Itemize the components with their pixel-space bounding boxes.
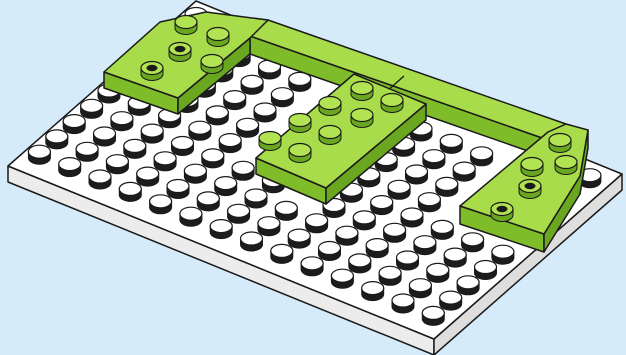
white-stud [319, 242, 341, 261]
white-stud [94, 127, 116, 146]
white-stud [228, 204, 250, 223]
white-stud [457, 276, 479, 295]
white-stud [444, 248, 466, 267]
white-stud [59, 158, 81, 177]
white-stud [232, 161, 254, 180]
white-stud [492, 245, 514, 264]
white-stud [418, 193, 440, 212]
white-stud [366, 239, 388, 258]
white-stud [384, 223, 406, 242]
green-stud [351, 82, 373, 101]
white-stud [137, 167, 159, 186]
white-stud [475, 261, 497, 280]
white-stud [150, 195, 172, 214]
white-stud [349, 254, 371, 273]
green-stud [141, 62, 163, 81]
white-stud [379, 266, 401, 285]
white-stud [414, 236, 436, 255]
white-stud [180, 207, 202, 226]
green-stud [519, 180, 541, 199]
green-stud [351, 109, 373, 128]
white-stud [440, 134, 462, 153]
white-stud [271, 244, 293, 263]
green-stud [289, 114, 311, 133]
white-stud [167, 180, 189, 199]
white-stud [301, 257, 323, 276]
white-stud [401, 208, 423, 227]
white-stud [422, 306, 444, 325]
white-stud [89, 170, 111, 189]
white-stud [154, 152, 176, 171]
green-stud [319, 97, 341, 116]
white-stud [245, 189, 267, 208]
white-stud [331, 269, 353, 288]
green-stud [201, 55, 223, 74]
white-stud [124, 139, 146, 158]
white-stud [440, 291, 462, 310]
white-stud [258, 217, 280, 236]
white-stud [462, 233, 484, 252]
white-stud [392, 294, 414, 313]
white-stud [215, 177, 237, 196]
white-stud [106, 155, 128, 174]
white-stud [436, 177, 458, 196]
white-stud [271, 88, 293, 107]
white-stud [184, 164, 206, 183]
green-stud [319, 126, 341, 145]
white-stud [141, 124, 163, 143]
white-stud [427, 263, 449, 282]
white-stud [237, 118, 259, 137]
white-stud [388, 180, 410, 199]
white-stud [119, 182, 141, 201]
green-stud [555, 156, 577, 175]
white-stud [241, 75, 263, 94]
white-stud [76, 142, 98, 161]
white-stud [289, 72, 311, 91]
white-stud [189, 121, 211, 140]
green-stud [381, 94, 403, 113]
green-stud [289, 144, 311, 163]
white-stud [28, 145, 50, 164]
white-stud [362, 282, 384, 301]
white-stud [210, 220, 232, 239]
white-stud [197, 192, 219, 211]
white-stud [241, 232, 263, 251]
white-stud [63, 115, 85, 134]
white-stud [288, 229, 310, 248]
white-stud [81, 99, 103, 118]
white-stud [409, 279, 431, 298]
green-stud [207, 28, 229, 47]
white-stud [353, 211, 375, 230]
white-stud [202, 149, 224, 168]
white-stud [219, 134, 241, 153]
white-stud [371, 196, 393, 215]
white-stud [406, 165, 428, 184]
white-stud [453, 162, 475, 181]
white-stud [336, 226, 358, 245]
white-stud [46, 130, 68, 149]
white-stud [111, 112, 133, 131]
white-stud [423, 150, 445, 169]
green-stud [259, 132, 281, 151]
white-stud [172, 137, 194, 156]
white-stud [275, 201, 297, 220]
white-stud [431, 220, 453, 239]
white-stud [306, 214, 328, 233]
white-stud [254, 103, 276, 122]
white-stud [397, 251, 419, 270]
green-stud [549, 134, 571, 153]
white-stud [471, 147, 493, 166]
green-stud [491, 203, 513, 222]
white-stud [206, 106, 228, 125]
green-stud [175, 16, 197, 35]
white-stud [224, 91, 246, 110]
green-stud [169, 43, 191, 62]
green-stud [521, 158, 543, 177]
